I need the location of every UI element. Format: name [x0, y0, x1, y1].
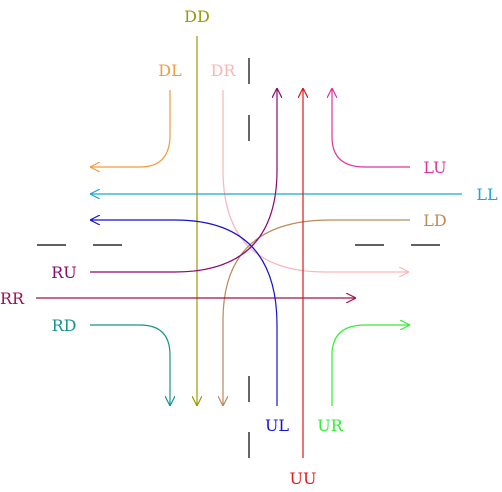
label-lu: LU — [423, 158, 446, 177]
label-dd: DD — [184, 7, 210, 26]
movement-paths — [36, 36, 462, 458]
label-ru: RU — [51, 263, 77, 282]
movement-path-ul — [90, 220, 278, 406]
label-dr: DR — [211, 61, 237, 80]
movement-path-dl — [90, 90, 171, 167]
movement-path-ld — [223, 219, 410, 406]
label-ur: UR — [317, 416, 343, 435]
movement-path-lu — [332, 88, 410, 168]
label-dl: DL — [158, 61, 182, 80]
label-rd: RD — [52, 316, 77, 335]
movement-path-ur — [331, 325, 410, 406]
label-ld: LD — [423, 211, 446, 230]
label-rr: RR — [0, 289, 25, 308]
lane-markings — [37, 58, 440, 458]
label-uu: UU — [290, 469, 317, 488]
movement-labels: DD DL DR LU LL LD RU RR RD UL UR UU — [0, 7, 498, 488]
label-ll: LL — [476, 185, 498, 204]
movement-path-rd — [90, 324, 170, 406]
label-ul: UL — [265, 416, 289, 435]
